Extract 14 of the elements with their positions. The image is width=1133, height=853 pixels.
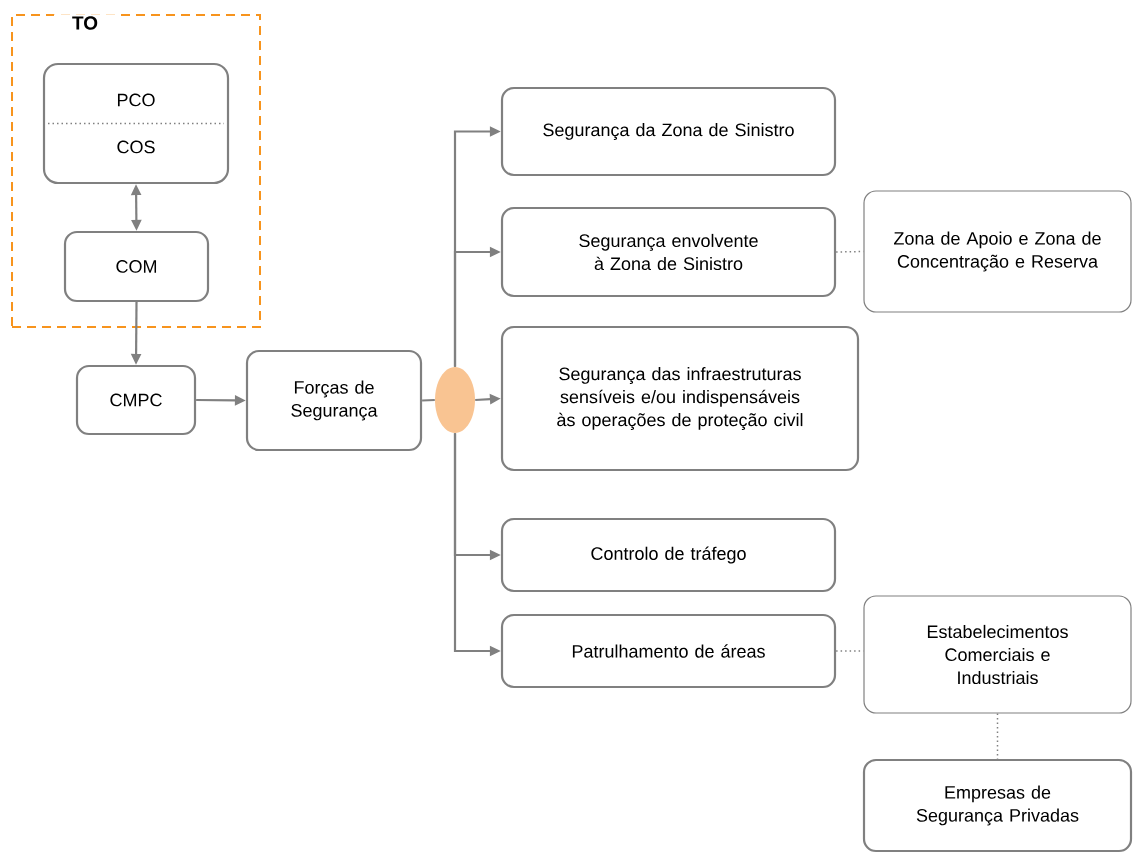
process-box: Segurança envolvente à Zona de Sinistro [500, 206, 837, 298]
process-box: PCO COS [42, 62, 230, 185]
process-box: CMPC [75, 364, 197, 436]
connector-line [422, 398, 435, 402]
process-box: Patrulhamento de áreas [500, 613, 837, 689]
process-box: Zona de Apoio e Zona de Concentração e Reserva [863, 190, 1132, 313]
process-box: COM [63, 230, 210, 303]
process-box: Segurança das infraestruturas sensíveis e/ou indispensáveis às operações de proteção civil [500, 325, 860, 472]
process-box: Segurança da Zona de Sinistro [500, 86, 837, 177]
process-box: Forças de Segurança [245, 349, 423, 452]
junction-ellipse [435, 367, 475, 433]
process-box: Controlo de tráfego [500, 517, 837, 593]
process-box: Estabelecimentos Comerciais e Industriais [863, 595, 1132, 714]
process-box: Empresas de Segurança Privadas [862, 758, 1133, 853]
